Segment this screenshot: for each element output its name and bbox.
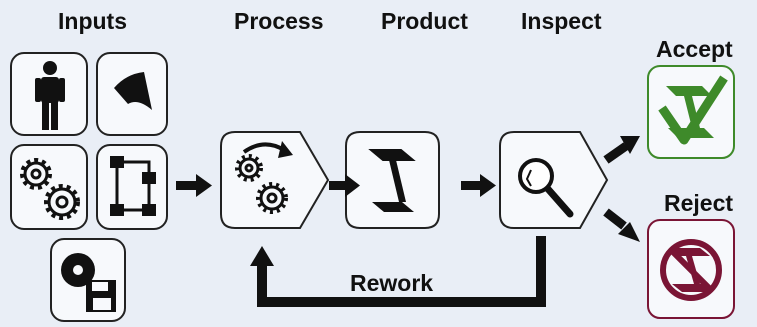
rework-loop-arrow xyxy=(257,236,546,307)
arrow-product-to-inspect xyxy=(461,181,481,190)
person-input-box xyxy=(10,52,88,136)
machinery-input-box xyxy=(10,144,88,230)
arrow-to-accept xyxy=(603,142,629,164)
product-label: Product xyxy=(381,8,468,34)
software-disk-icon xyxy=(61,253,116,312)
arrow-to-reject xyxy=(603,208,627,230)
material-icon xyxy=(114,72,152,110)
inputs-label: Inputs xyxy=(58,8,127,34)
method-flowchart-icon xyxy=(110,156,156,216)
method-input-box xyxy=(96,144,168,230)
arrow-process-to-product xyxy=(329,181,347,190)
arrow-inputs-to-process xyxy=(176,181,198,190)
accept-label: Accept xyxy=(656,36,733,62)
inspect-label: Inspect xyxy=(521,8,602,34)
reject-label: Reject xyxy=(664,190,734,216)
person-icon xyxy=(35,61,65,130)
process-label: Process xyxy=(234,8,324,34)
machinery-gears-icon xyxy=(20,158,80,220)
software-input-box xyxy=(50,238,126,322)
material-input-box xyxy=(96,52,168,136)
rework-label: Rework xyxy=(350,270,434,296)
